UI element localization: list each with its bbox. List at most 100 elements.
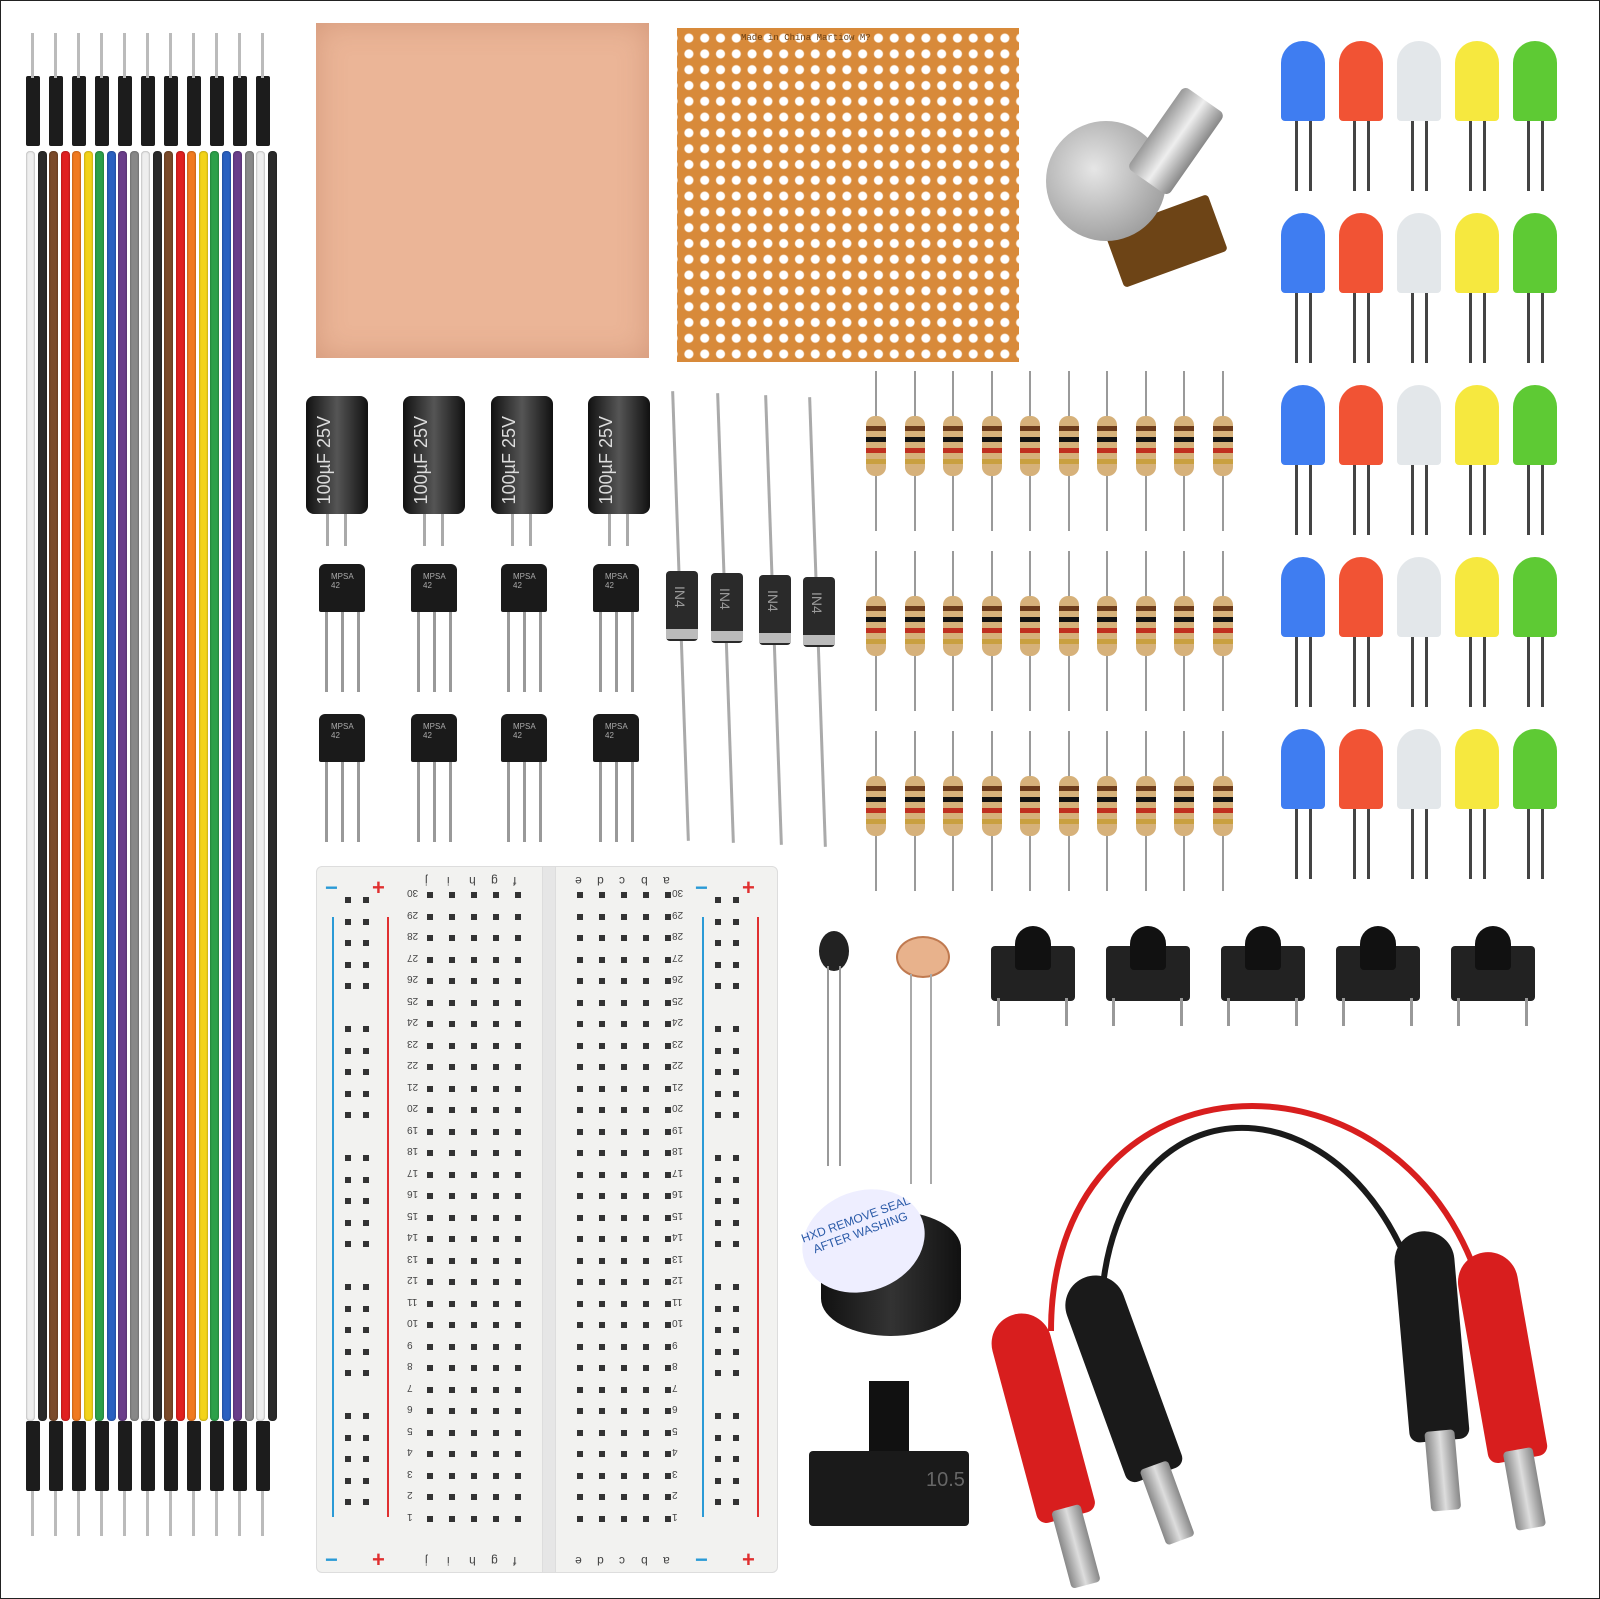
breadboard-hole xyxy=(599,1085,605,1092)
breadboard-hole xyxy=(515,1429,521,1436)
breadboard-row-number: 28 xyxy=(407,930,419,941)
breadboard-row-number: 17 xyxy=(407,1166,419,1178)
rail-hole xyxy=(733,918,739,925)
breadboard-hole xyxy=(515,1515,521,1522)
resistor-band xyxy=(866,606,886,611)
breadboard-hole xyxy=(621,1085,627,1092)
resistor-body xyxy=(1020,596,1040,656)
breadboard-row-number: 12 xyxy=(407,1274,419,1285)
breadboard-hole xyxy=(643,1042,649,1049)
rail-hole xyxy=(345,1241,351,1247)
breadboard-row-number: 12 xyxy=(672,1274,684,1285)
breadboard-hole xyxy=(449,1128,455,1135)
resistor-band xyxy=(1058,639,1079,644)
breadboard-row-number: 20 xyxy=(672,1102,684,1113)
resistor xyxy=(1133,551,1159,711)
breadboard-hole xyxy=(643,1451,649,1457)
resistor-body xyxy=(1097,776,1117,836)
breadboard-row-number: 14 xyxy=(672,1231,684,1242)
wire-pin-bottom xyxy=(261,1491,264,1536)
rail-hole xyxy=(345,940,351,946)
rail-hole xyxy=(733,961,739,968)
breadboard-row-number: 22 xyxy=(407,1059,419,1070)
transistor-leg xyxy=(357,612,360,692)
resistor xyxy=(1171,731,1197,891)
resistor-band xyxy=(981,639,1002,644)
resistor xyxy=(1056,731,1082,891)
rail-hole xyxy=(715,1477,721,1484)
capacitor-label: 100µF 25V xyxy=(499,416,519,505)
breadboard-hole xyxy=(577,1322,583,1328)
breadboard-hole xyxy=(471,1472,477,1479)
led-white xyxy=(1397,41,1441,191)
resistor-band xyxy=(866,797,886,802)
resistor-band xyxy=(1212,628,1233,633)
jumper-wire xyxy=(198,151,208,1421)
breadboard-row-number: 14 xyxy=(407,1231,419,1242)
resistor-band xyxy=(981,617,1002,622)
jumper-wire xyxy=(60,151,70,1421)
breadboard-hole xyxy=(577,1064,583,1070)
resistor-band xyxy=(1174,617,1194,622)
resistor xyxy=(863,551,889,711)
breadboard-row-number: 25 xyxy=(672,994,684,1006)
jumper-wire xyxy=(83,151,93,1421)
led-yellow xyxy=(1455,557,1499,707)
resistor-band xyxy=(866,459,886,464)
breadboard-hole xyxy=(515,1064,521,1070)
rail-hole xyxy=(363,1477,369,1484)
transistor-body xyxy=(593,564,639,612)
breadboard-hole xyxy=(427,1171,433,1178)
breadboard-hole xyxy=(599,1429,605,1436)
resistor-band xyxy=(1097,639,1117,644)
breadboard-hole xyxy=(427,1365,433,1371)
resistor-band xyxy=(904,617,925,622)
capacitor-leg xyxy=(344,514,347,546)
breadboard-hole xyxy=(493,1128,499,1135)
wire-pin-bottom xyxy=(123,1491,126,1536)
breadboard-hole xyxy=(599,1021,605,1027)
resistor-band xyxy=(866,819,886,824)
power-rail-minus-line xyxy=(332,917,334,1517)
power-rail-plus-line xyxy=(387,917,389,1517)
resistor-band xyxy=(981,606,1002,611)
breadboard-hole xyxy=(599,1128,605,1135)
breadboard-hole xyxy=(643,1386,649,1393)
breadboard-hole xyxy=(577,1214,583,1221)
led-dome xyxy=(1397,385,1441,465)
wire-pin-bottom xyxy=(31,1491,34,1536)
resistor-band xyxy=(1020,606,1040,611)
breadboard-hole xyxy=(577,1171,583,1178)
breadboard-hole xyxy=(427,1472,433,1479)
breadboard-hole xyxy=(427,1429,433,1436)
led-blue xyxy=(1281,557,1325,707)
diode-band xyxy=(666,629,698,639)
rail-hole xyxy=(345,1176,351,1183)
resistor-band xyxy=(1212,786,1233,791)
breadboard-hole xyxy=(515,956,521,963)
rail-hole xyxy=(733,1370,739,1376)
resistor-band xyxy=(1135,426,1156,431)
resistor xyxy=(979,731,1005,891)
transistor-leg xyxy=(449,612,452,692)
push-button-cap xyxy=(1130,926,1166,970)
breadboard-hole xyxy=(493,1021,499,1027)
rail-hole xyxy=(363,897,369,903)
led-leg xyxy=(1367,809,1370,879)
rail-hole xyxy=(345,897,351,903)
resistor xyxy=(902,371,928,531)
led-dome xyxy=(1397,729,1441,809)
breadboard-hole xyxy=(665,1365,671,1371)
capacitor-body xyxy=(491,396,553,514)
resistor-band xyxy=(904,426,925,431)
transistor: MPSA 42 xyxy=(319,564,369,694)
resistor-band xyxy=(1135,437,1156,442)
rail-minus-symbol: − xyxy=(695,1547,708,1572)
transistor-label: MPSA 42 xyxy=(423,572,446,590)
led-leg xyxy=(1425,809,1428,879)
resistor-band xyxy=(904,448,925,453)
transistor-leg xyxy=(539,762,542,842)
led-leg xyxy=(1469,637,1472,707)
breadboard-hole xyxy=(577,999,583,1006)
breadboard-hole xyxy=(621,956,627,963)
